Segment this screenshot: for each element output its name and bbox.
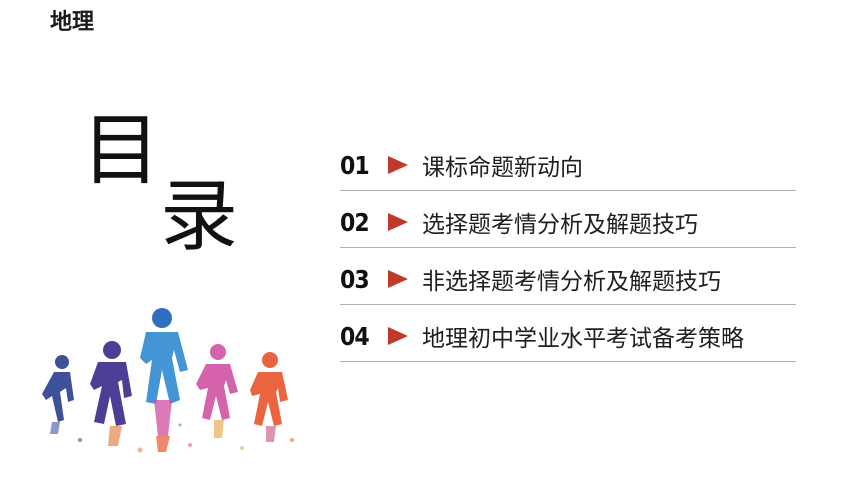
title-char-mu: 目 xyxy=(82,106,161,196)
toc-number: 03 xyxy=(340,264,370,294)
runner-4-icon xyxy=(196,344,238,438)
toc-number: 04 xyxy=(340,321,370,351)
runner-1-icon xyxy=(42,355,74,434)
table-of-contents: 01 课标命题新动向 02 选择题考情分析及解题技巧 03 非选择题考情分析及解… xyxy=(340,140,796,368)
runners-illustration-icon xyxy=(42,308,294,453)
triangle-arrow-icon xyxy=(388,156,408,174)
title-char-lu: 录 xyxy=(160,172,239,262)
runner-2-icon xyxy=(90,341,132,446)
toc-label: 课标命题新动向 xyxy=(422,155,583,181)
triangle-arrow-icon xyxy=(388,270,408,288)
toc-label: 地理初中学业水平考试备考策略 xyxy=(422,326,744,352)
paint-splatter-icon xyxy=(78,423,294,453)
runner-3-icon xyxy=(140,308,188,452)
runner-5-icon xyxy=(250,352,288,442)
toc-item-01[interactable]: 01 课标命题新动向 xyxy=(340,140,796,191)
toc-number: 02 xyxy=(340,207,370,237)
triangle-arrow-icon xyxy=(388,327,408,345)
toc-number: 01 xyxy=(340,150,370,180)
toc-item-04[interactable]: 04 地理初中学业水平考试备考策略 xyxy=(340,311,796,362)
toc-item-03[interactable]: 03 非选择题考情分析及解题技巧 xyxy=(340,254,796,305)
toc-label: 非选择题考情分析及解题技巧 xyxy=(422,269,721,295)
triangle-arrow-icon xyxy=(388,213,408,231)
subject-label: 地理 xyxy=(50,10,95,35)
toc-label: 选择题考情分析及解题技巧 xyxy=(422,212,698,238)
toc-item-02[interactable]: 02 选择题考情分析及解题技巧 xyxy=(340,197,796,248)
